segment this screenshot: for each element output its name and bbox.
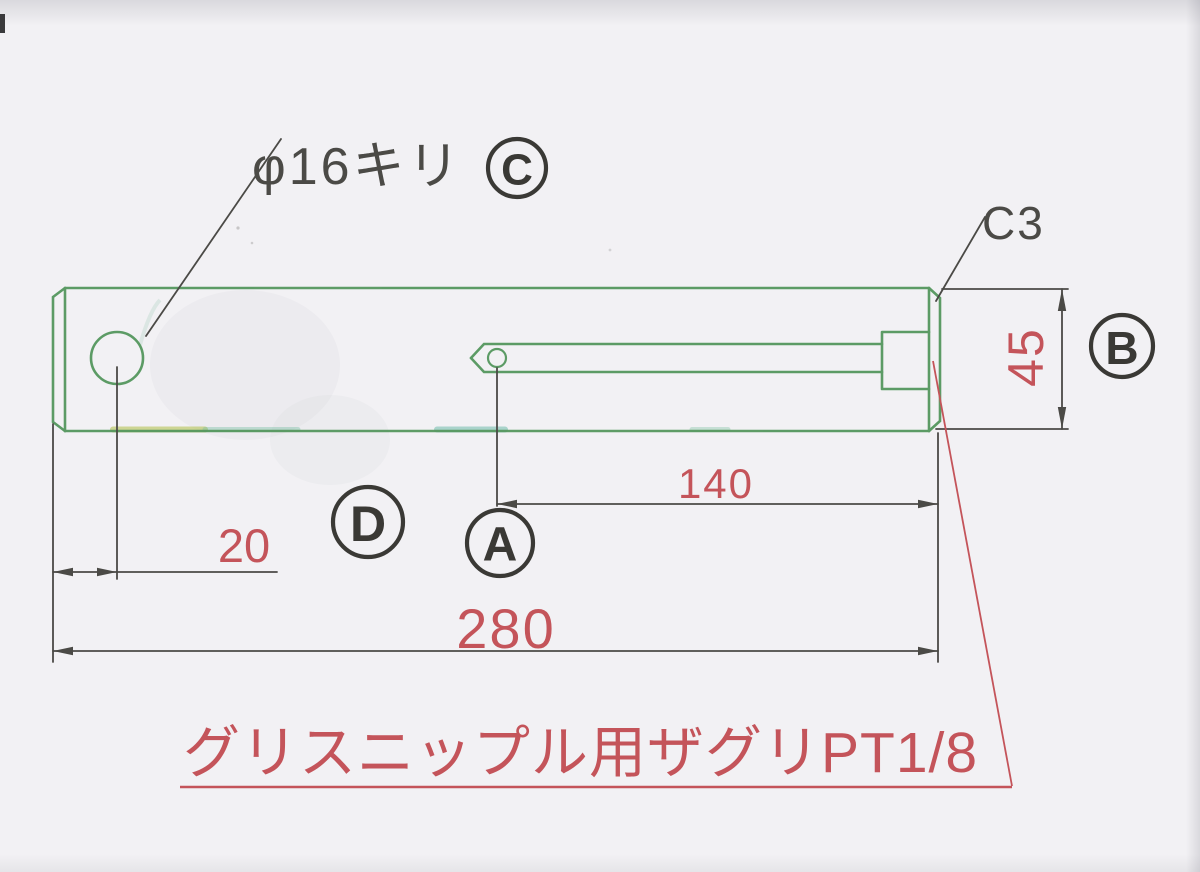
dim-text-20: 20 xyxy=(218,519,270,572)
arrow-140-left xyxy=(497,499,517,509)
hole-note-leader-line xyxy=(145,138,282,337)
dim-text-280: 280 xyxy=(456,597,555,660)
arrow-280-left xyxy=(53,646,73,656)
balloon-d-letter: D xyxy=(350,496,386,552)
dimension-arrowheads xyxy=(53,289,1067,656)
arrow-20-right xyxy=(97,567,117,577)
grease-passage-bottom xyxy=(469,356,884,374)
balloon-d-circle xyxy=(330,484,406,560)
arrow-20-left xyxy=(53,567,73,577)
cross-hole xyxy=(486,347,508,369)
part-left-chamfered-end xyxy=(51,286,67,433)
arrow-280-right xyxy=(918,646,938,656)
arrow-140-right xyxy=(918,499,938,509)
balloon-b-letter: B xyxy=(1105,322,1138,374)
arrow-45-bottom xyxy=(1057,407,1067,429)
dim-text-140: 140 xyxy=(678,460,754,507)
balloon-b-circle xyxy=(1088,312,1156,380)
hole-note-text: φ16キリ xyxy=(252,138,463,196)
scan-speckle xyxy=(236,226,240,230)
chamfer-note-text: C3 xyxy=(982,197,1045,249)
dimension-lines xyxy=(52,138,1069,663)
dim-text-45: 45 xyxy=(998,327,1054,387)
scan-edge-mark xyxy=(0,14,5,33)
scan-artifacts xyxy=(0,14,731,485)
balloon-b: B xyxy=(1088,312,1156,380)
scan-speckle xyxy=(250,241,254,245)
chamfer-note-leader-line xyxy=(935,216,986,302)
scan-smudge xyxy=(150,290,340,440)
counterbore-pt18 xyxy=(880,330,931,391)
balloon-a: A xyxy=(464,507,536,579)
grease-note-text: グリスニップル用ザグリPT1/8 xyxy=(183,721,978,785)
grease-note-leader-line xyxy=(932,360,1013,787)
grease-passage-top xyxy=(469,342,884,360)
part-right-chamfered-end xyxy=(927,286,942,433)
grease-note-pointer xyxy=(180,360,1013,789)
balloon-c-letter: C xyxy=(501,146,533,195)
balloon-d: D xyxy=(330,484,406,560)
scan-speckle xyxy=(608,248,612,252)
balloon-c: C xyxy=(485,136,549,200)
balloon-c-circle xyxy=(485,136,549,200)
arrow-45-top xyxy=(1057,289,1067,311)
scan-smudge xyxy=(270,395,390,485)
highlighter-mark xyxy=(138,298,162,346)
balloon-a-letter: A xyxy=(483,519,518,572)
balloon-a-circle xyxy=(464,507,536,579)
